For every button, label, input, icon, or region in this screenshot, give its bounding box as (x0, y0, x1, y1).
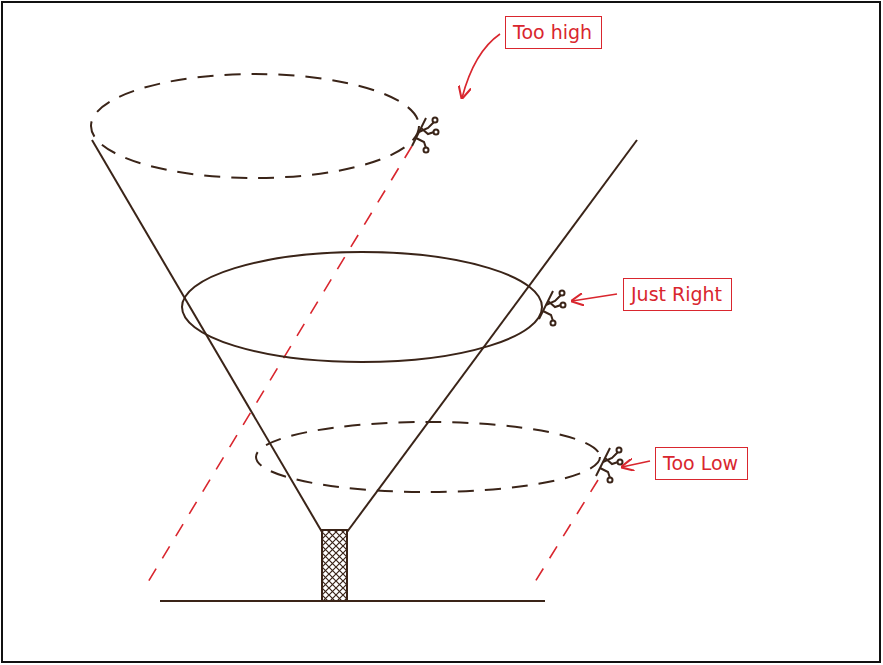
orbit-high (91, 74, 419, 178)
label-box: Too high (505, 16, 602, 49)
cone-right-side (347, 140, 637, 532)
rider-right (539, 291, 566, 326)
label-box: Just Right (623, 278, 732, 311)
rider-high (412, 118, 439, 153)
rider-low (596, 448, 623, 483)
leader-arrow (572, 294, 617, 301)
leader-arrow (622, 461, 650, 467)
label-box: Too Low (655, 447, 748, 480)
trajectory-low (530, 480, 598, 590)
ground-line (160, 600, 545, 602)
label-text: Just Right (631, 282, 724, 306)
leader-arrow (462, 34, 500, 98)
trajectory-high (148, 146, 412, 582)
nozzle (322, 530, 347, 601)
orbit-low (256, 422, 600, 492)
label-text: Too high (513, 20, 594, 44)
orbit-right (182, 252, 542, 362)
label-text: Too Low (663, 451, 740, 475)
